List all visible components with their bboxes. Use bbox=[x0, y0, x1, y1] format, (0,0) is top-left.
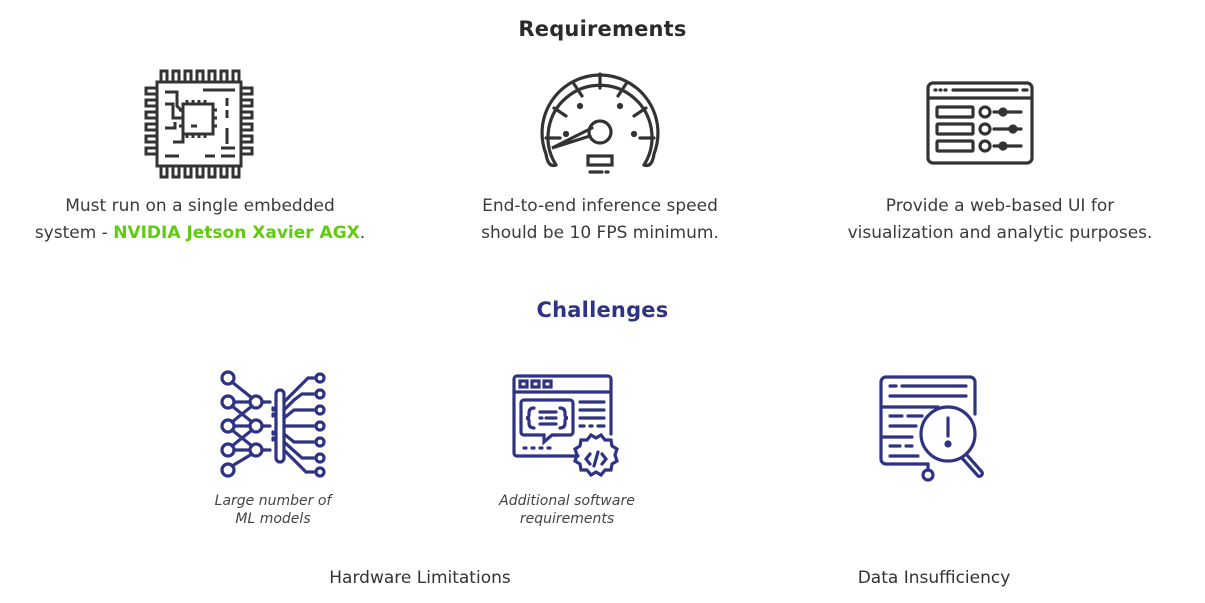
challenges-title: Challenges bbox=[536, 298, 669, 322]
group-label-hardware-limitations: Hardware Limitations bbox=[329, 568, 511, 588]
neural-network-icon bbox=[220, 370, 326, 478]
requirements-title: Requirements bbox=[518, 17, 687, 41]
requirement-web-ui: Provide a web-based UI for visualization… bbox=[847, 196, 1153, 243]
speedometer-icon bbox=[540, 72, 660, 174]
requirement-embedded-system: Must run on a single embedded system - N… bbox=[10, 193, 390, 247]
microchip-icon bbox=[144, 69, 254, 179]
nvidia-jetson-highlight: NVIDIA Jetson Xavier AGX bbox=[113, 223, 360, 243]
web-settings-window-icon bbox=[926, 81, 1034, 165]
challenge-ml-models-caption: Large number of ML models bbox=[214, 493, 332, 527]
document-search-alert-icon bbox=[879, 375, 984, 482]
group-label-data-insufficiency: Data Insufficiency bbox=[857, 568, 1011, 588]
requirement-1-line1: Must run on a single embedded bbox=[65, 196, 335, 216]
requirement-1-line2: system - NVIDIA Jetson Xavier AGX. bbox=[34, 223, 366, 243]
code-window-gear-icon bbox=[512, 374, 619, 478]
challenge-software-caption: Additional software requirements bbox=[499, 493, 635, 527]
requirement-inference-speed: End-to-end inference speed should be 10 … bbox=[481, 196, 719, 243]
